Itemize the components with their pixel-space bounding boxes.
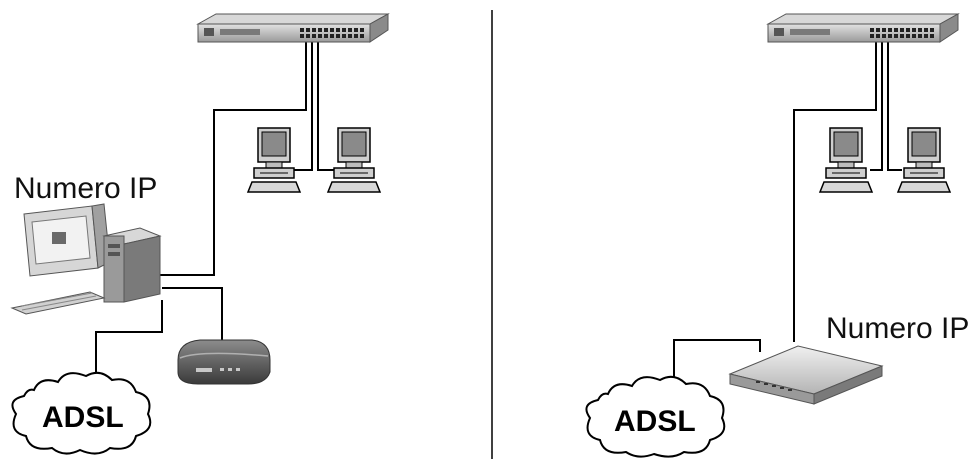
ip-label: Numero IP	[14, 172, 157, 205]
ip-label: Numero IP	[826, 312, 969, 345]
adsl-label: ADSL	[614, 405, 696, 438]
workstation-icon	[328, 128, 380, 192]
adsl-modem-icon	[178, 340, 270, 384]
workstation-icon	[248, 128, 300, 192]
workstation-icon	[898, 128, 950, 192]
workstation-icon	[820, 128, 872, 192]
adsl-router-icon	[730, 346, 882, 404]
adsl-label: ADSL	[42, 401, 124, 434]
right-panel: Numero IP ADSL	[586, 14, 969, 457]
pc-tower-icon	[12, 204, 160, 314]
left-panel: Numero IP	[12, 14, 388, 454]
switch-icon	[198, 14, 388, 42]
switch-icon	[768, 14, 958, 42]
